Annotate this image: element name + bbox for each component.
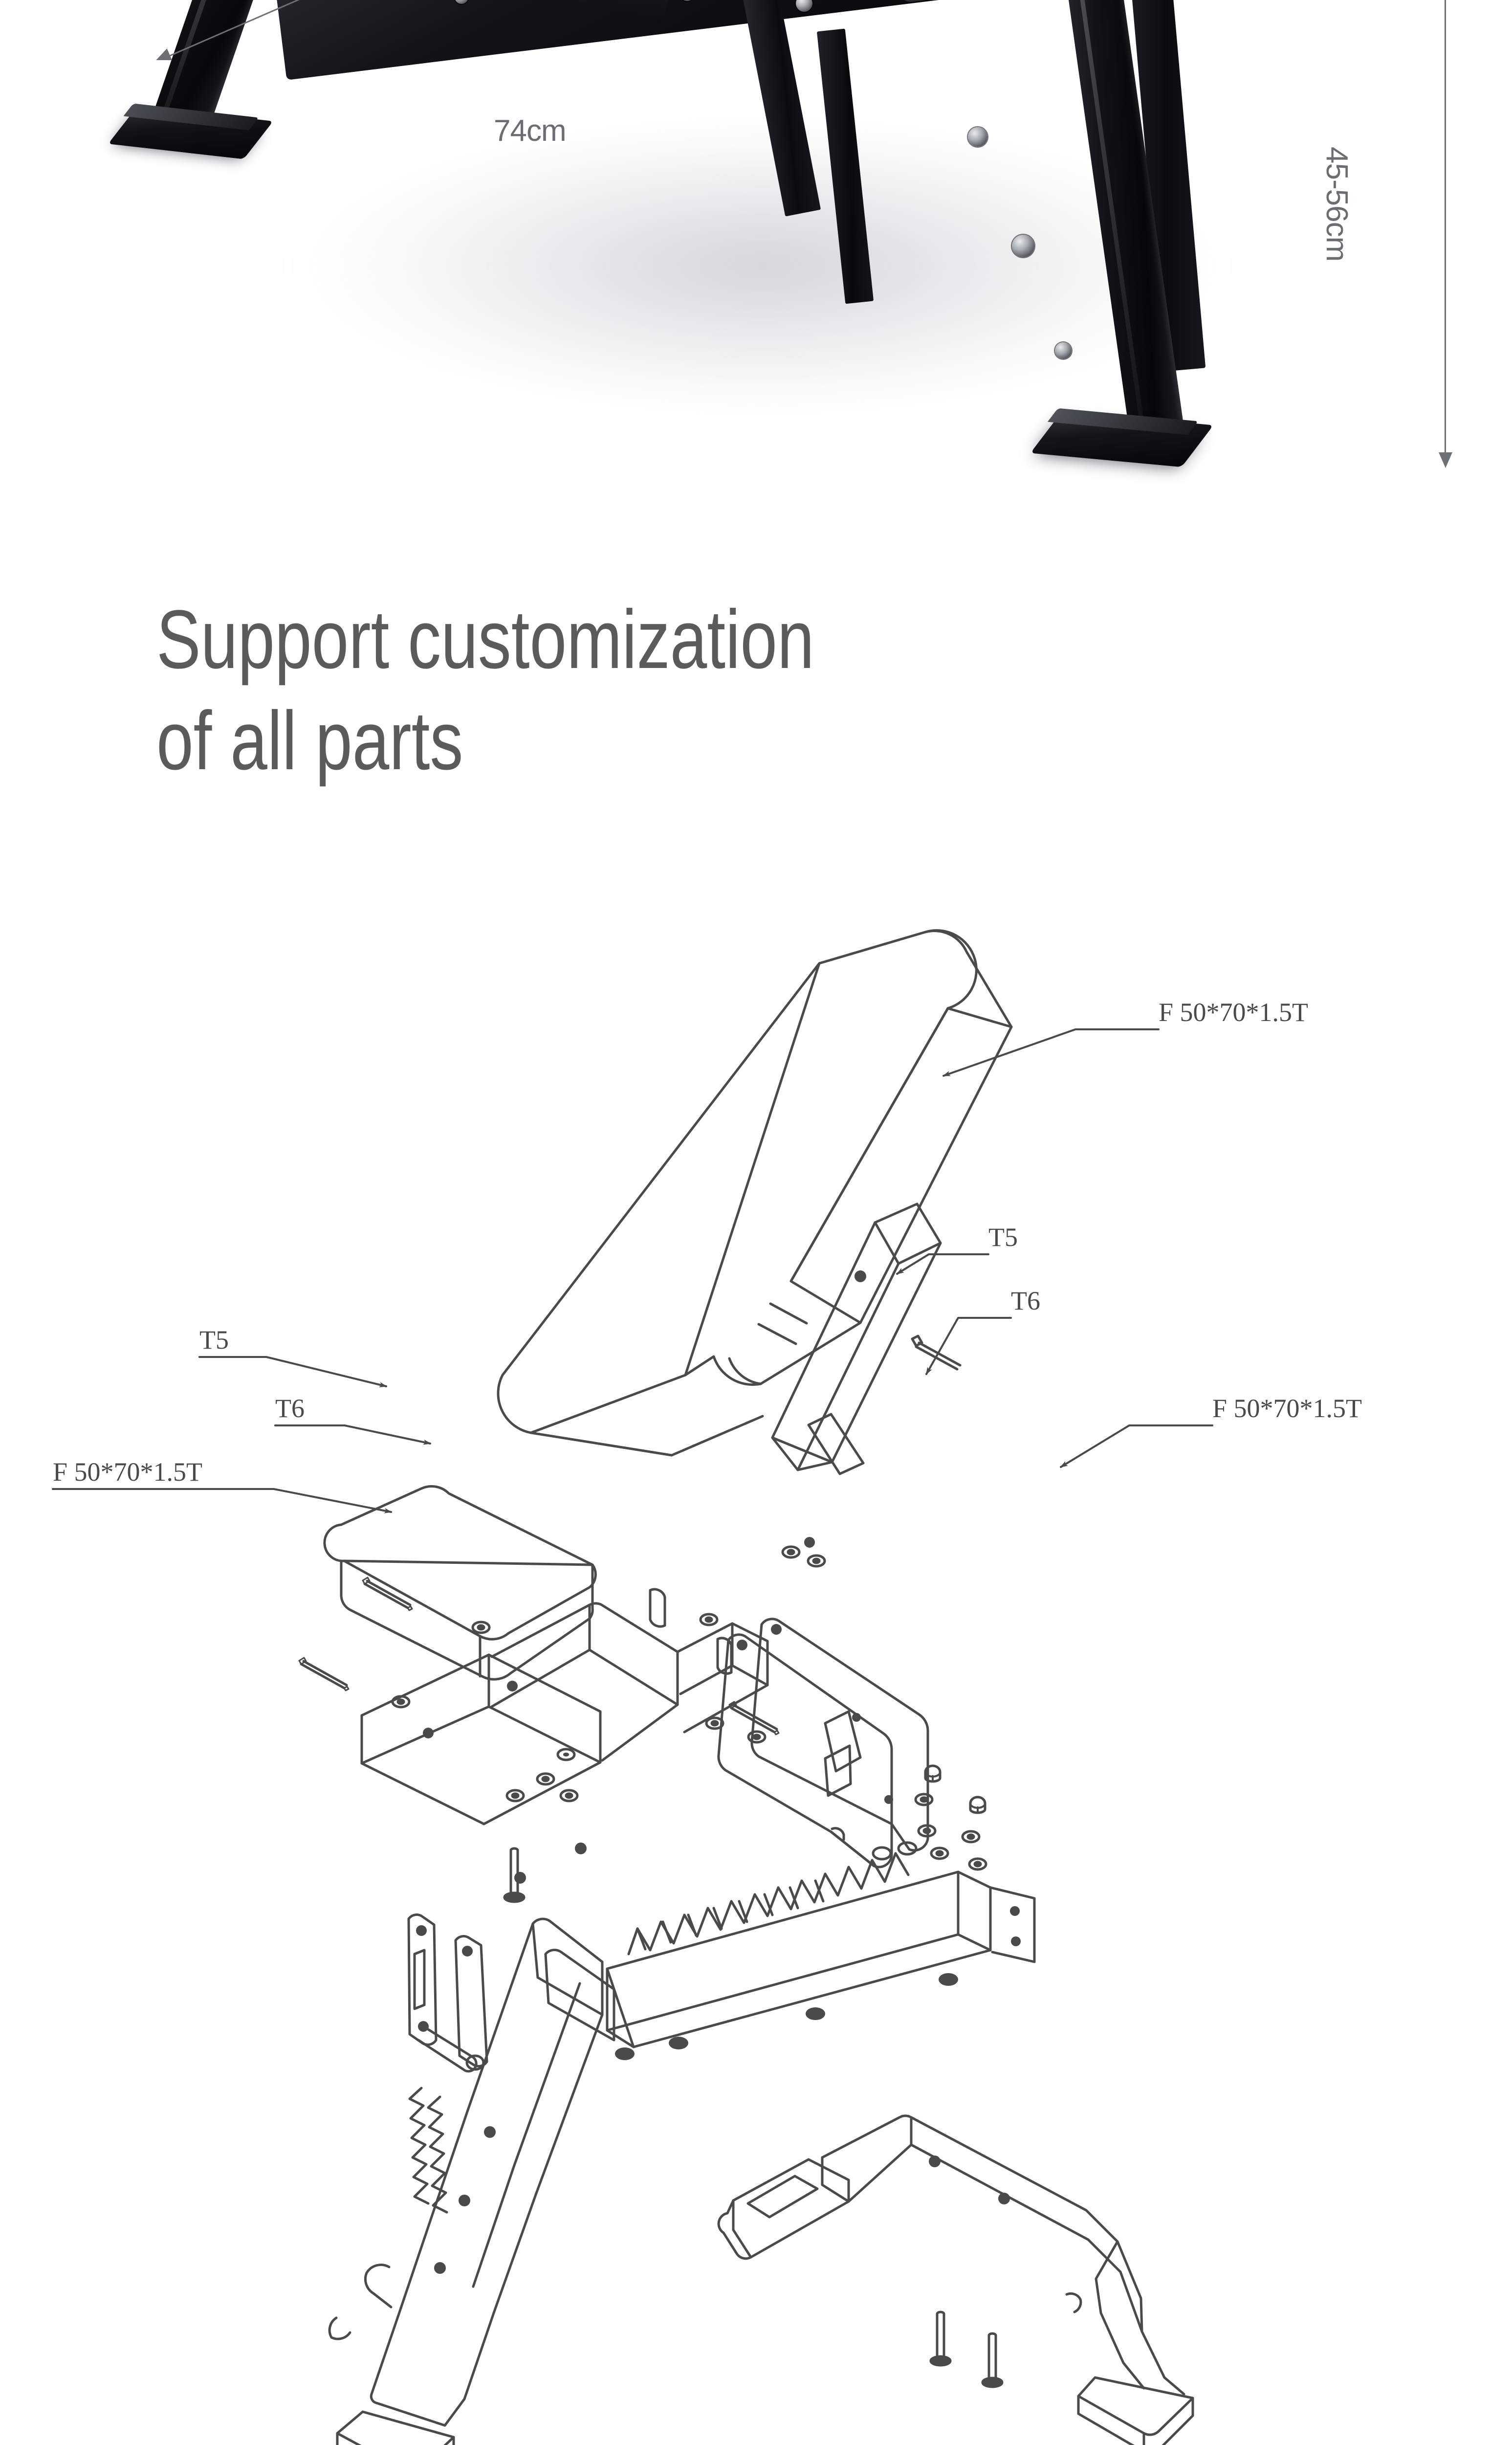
notched-ladder-rack-part xyxy=(606,1852,1036,2060)
seat-cushion-part xyxy=(323,1485,597,1681)
label-bracket-left: T5 xyxy=(199,1325,229,1355)
bolt-head-icon xyxy=(1055,342,1072,359)
label-ladder-rack-right: T6 xyxy=(1011,1286,1040,1315)
section-heading: Support customization of all parts xyxy=(156,593,814,788)
backrest-cushion-part xyxy=(497,929,1013,1457)
photo-stage: 74cm 45-56cm xyxy=(0,0,1512,538)
hardware-parts xyxy=(299,1334,1002,2387)
bolt-head-icon xyxy=(455,0,468,4)
depth-dimension-arrow-icon xyxy=(153,48,172,66)
label-backrest-frame-tube: F 50*70*1.5T xyxy=(1159,998,1308,1027)
label-bracket-right: T5 xyxy=(988,1222,1018,1252)
depth-dimension-label: 74cm xyxy=(494,114,567,148)
bolt-head-icon xyxy=(968,127,987,147)
height-dimension-arrow-icon xyxy=(1439,452,1452,468)
label-ladder-rack-left: T6 xyxy=(275,1394,305,1423)
bracket-left-pair-part xyxy=(407,1913,488,2073)
height-dimension-line xyxy=(1445,0,1446,455)
bolt-head-icon xyxy=(679,0,695,1)
adjustment-bracket-plate-part xyxy=(717,1618,929,1868)
exploded-parts-drawing: F 50*70*1.5T T5 T6 T5 T6 F 50*70*1.5T F … xyxy=(52,929,1362,2445)
seat-frame-tube-part xyxy=(360,1588,769,1825)
rear-base-rail-part xyxy=(717,2114,1194,2445)
height-dimension-label: 45-56cm xyxy=(1320,147,1354,262)
bolt-head-icon xyxy=(1012,235,1034,257)
label-front-leg-left: F 50*70*1.5T xyxy=(53,1457,202,1487)
backrest-support-arm-part xyxy=(771,1202,942,1475)
front-leg-assembly-part xyxy=(328,1917,615,2445)
product-photo-section: 74cm 45-56cm xyxy=(0,0,1512,538)
leader-lines xyxy=(52,1028,1213,1513)
label-base-rail-right: F 50*70*1.5T xyxy=(1212,1394,1362,1423)
exploded-diagram-section: F 50*70*1.5T T5 T6 T5 T6 F 50*70*1.5T F … xyxy=(0,880,1512,2445)
floor-shadow xyxy=(254,73,1232,474)
